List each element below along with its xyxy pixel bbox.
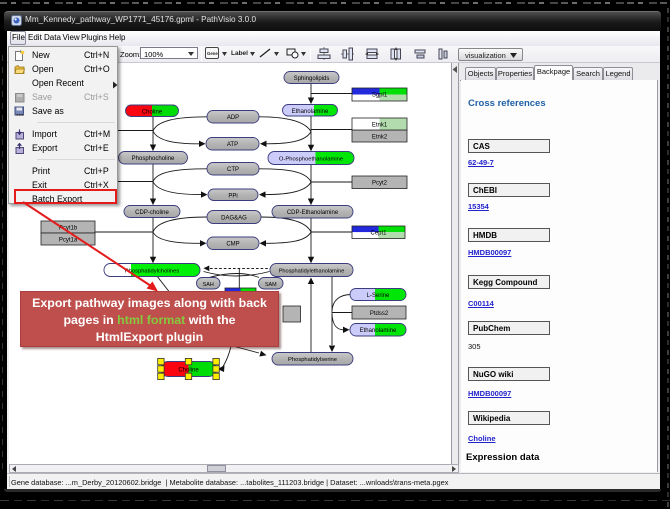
svg-text:Pcyt2: Pcyt2 [372, 181, 388, 187]
svg-text:CDP-Ethanolamine: CDP-Ethanolamine [287, 210, 339, 216]
svg-text:Pcyt1b: Pcyt1b [59, 226, 78, 232]
svg-text:CMP: CMP [226, 242, 239, 248]
svg-text:O-Phosphoethanolamine: O-Phosphoethanolamine [279, 156, 343, 162]
svg-text:Phosphatidylcholines: Phosphatidylcholines [125, 269, 180, 275]
svg-text:Ptdss2: Ptdss2 [370, 311, 389, 317]
svg-text:Etnk1: Etnk1 [372, 123, 388, 129]
svg-text:PPi: PPi [228, 193, 237, 199]
svg-text:Phosphatidylserine: Phosphatidylserine [288, 357, 337, 363]
svg-text:Phosphatidylethanolamine: Phosphatidylethanolamine [279, 269, 345, 275]
svg-text:Phosphocholine: Phosphocholine [132, 156, 175, 162]
svg-text:CDP-choline: CDP-choline [135, 210, 169, 216]
svg-text:Choline: Choline [142, 109, 163, 115]
svg-text:Pcyt1a: Pcyt1a [59, 238, 78, 244]
svg-text:DAG&AG: DAG&AG [221, 215, 247, 221]
svg-text:Cept1: Cept1 [370, 231, 387, 237]
svg-text:SAH: SAH [203, 282, 214, 288]
svg-text:SAM: SAM [265, 282, 277, 288]
svg-text:CTP: CTP [227, 167, 239, 173]
svg-text:Etnk2: Etnk2 [372, 135, 388, 141]
svg-text:Choline: Choline [178, 368, 199, 374]
svg-text:ADP: ADP [227, 115, 239, 121]
svg-text:L-Serine: L-Serine [367, 293, 390, 299]
svg-text:ATP: ATP [227, 142, 238, 148]
svg-text:Sphingolipids: Sphingolipids [294, 76, 330, 82]
svg-text:Ethanolamine: Ethanolamine [292, 109, 329, 115]
svg-text:Sgpl1: Sgpl1 [372, 93, 388, 99]
svg-text:Ethanolamine: Ethanolamine [360, 328, 397, 334]
